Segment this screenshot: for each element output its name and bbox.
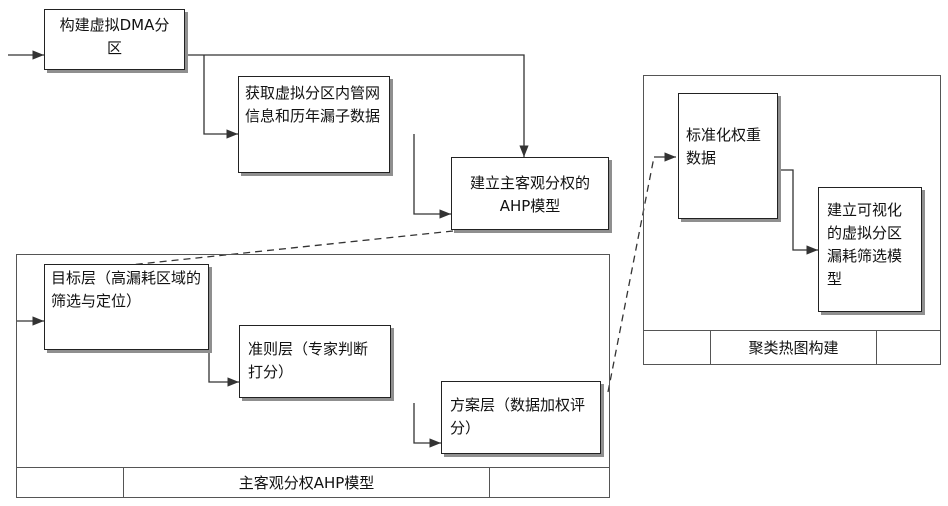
cluster-frame-caption-right: [876, 330, 941, 365]
get-data-node: 获取虚拟分区内管网信息和历年漏子数据: [238, 76, 390, 173]
visual-model-node: 建立可视化的虚拟分区漏耗筛选模型: [818, 187, 922, 312]
standardize-node: 标准化权重数据: [678, 93, 778, 219]
ahp-frame-caption-right: [489, 467, 610, 498]
cluster-frame-caption: 聚类热图构建: [710, 330, 877, 365]
target-layer-node: 目标层（高漏耗区域的筛选与定位）: [44, 264, 209, 350]
arrow-dma-to-getdata: [204, 55, 238, 134]
arrow-getdata-to-ahp: [414, 134, 451, 214]
cluster-frame-caption-left: [643, 330, 711, 365]
ahp-model-node: 建立主客观分权的AHP模型: [451, 157, 609, 230]
build-dma-node: 构建虚拟DMA分区: [44, 9, 185, 70]
criteria-layer-node: 准则层（专家判断打分）: [239, 325, 391, 398]
ahp-frame-caption-left: [16, 467, 124, 498]
ahp-frame-caption: 主客观分权AHP模型: [123, 467, 490, 498]
scheme-layer-node: 方案层（数据加权评分）: [441, 381, 601, 454]
